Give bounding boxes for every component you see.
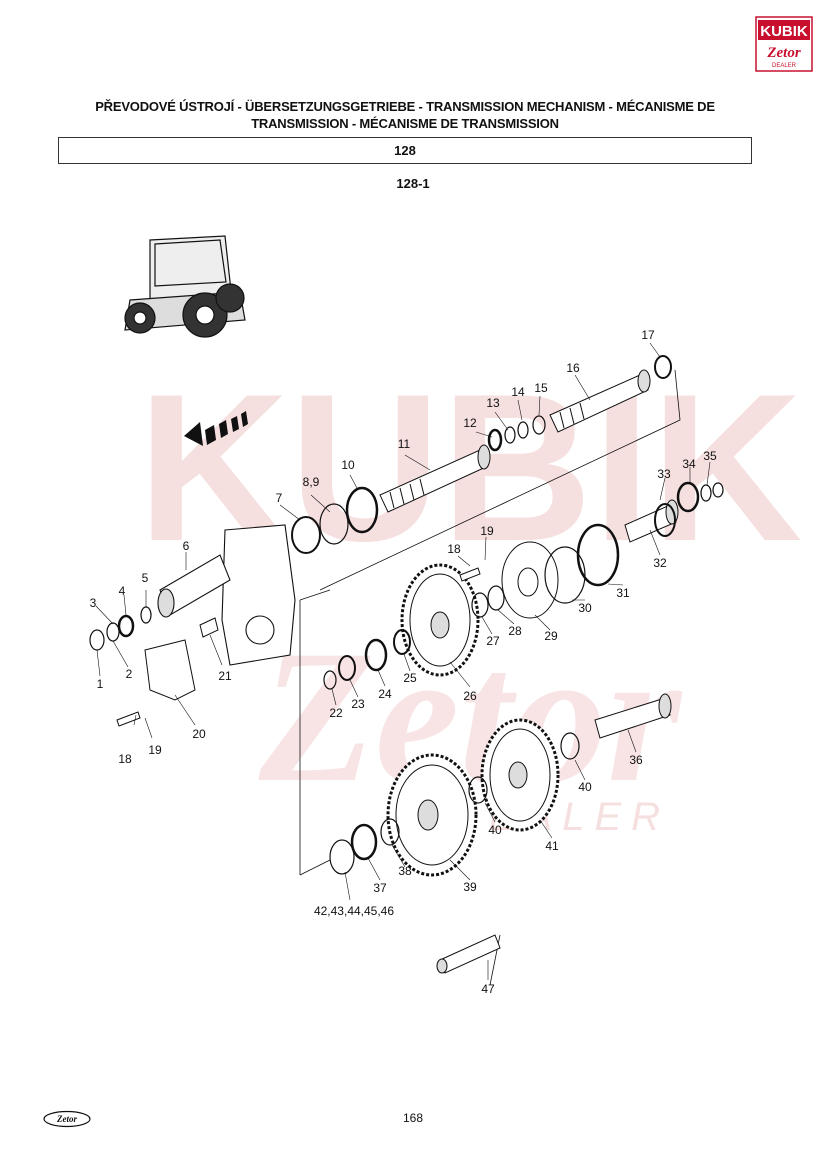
callout-34: 34 (682, 457, 696, 471)
callout-28: 28 (508, 624, 522, 638)
callout-47: 47 (481, 982, 495, 996)
exploded-parts-diagram: KUBIK Zetor DEALER (89, 235, 802, 996)
footer-logo-text: Zetor (56, 1114, 77, 1124)
shaft-36 (594, 693, 672, 739)
callout-36: 36 (629, 753, 643, 767)
callout-10: 10 (341, 458, 355, 472)
callout-40-right: 40 (578, 780, 592, 794)
callout-20: 20 (192, 727, 206, 741)
callout-29: 29 (544, 629, 558, 643)
callout-7: 7 (276, 491, 283, 505)
callout-8-9: 8,9 (303, 475, 320, 489)
housing-6 (157, 524, 296, 666)
callout-25: 25 (403, 671, 417, 685)
callout-2: 2 (126, 667, 133, 681)
callout-31: 31 (616, 586, 630, 600)
callout-32: 32 (653, 556, 667, 570)
gear-41 (480, 718, 560, 832)
callout-39: 39 (463, 880, 477, 894)
logo-text-kubik: KUBIK (760, 23, 808, 40)
callout-12: 12 (463, 416, 477, 430)
watermark-dealer: DEALER (450, 795, 670, 839)
shaft-16 (549, 369, 651, 433)
callout-17: 17 (641, 328, 655, 342)
footer-zetor-logo: Zetor (43, 1110, 91, 1128)
direction-arrow-icon (184, 411, 248, 446)
callout-4: 4 (119, 584, 126, 598)
callout-18-bottom: 18 (118, 752, 132, 766)
callout-16: 16 (566, 361, 580, 375)
callout-5: 5 (142, 571, 149, 585)
callout-19-bottom: 19 (148, 743, 162, 757)
logo-text-zetor: Zetor (766, 45, 800, 61)
gear-39 (386, 753, 478, 877)
callout-24: 24 (378, 687, 392, 701)
subgroup-code: 128-1 (396, 176, 430, 191)
callout-18-top: 18 (447, 542, 461, 556)
callout-labels: 1 2 3 4 5 6 7 8,9 10 11 12 13 14 15 16 1… (90, 328, 717, 996)
tractor-illustration (124, 235, 246, 338)
callout-35: 35 (703, 449, 717, 463)
callout-6: 6 (183, 539, 190, 553)
page-title: PŘEVODOVÉ ÚSTROJÍ - ÜBERSETZUNGSGETRIEBE… (60, 98, 750, 132)
callout-22: 22 (329, 706, 343, 720)
plate-29 (501, 541, 559, 619)
callout-11: 11 (398, 437, 411, 451)
axis-guides (299, 369, 681, 986)
callout-1: 1 (97, 677, 104, 691)
rings-and-bearings (89, 355, 724, 875)
title-line-2: TRANSMISSION - MÉCANISME DE TRANSMISSION (251, 116, 559, 131)
callout-33: 33 (657, 467, 671, 481)
callout-26: 26 (463, 689, 477, 703)
callout-13: 13 (486, 396, 500, 410)
callout-41: 41 (545, 839, 559, 853)
callout-3: 3 (90, 596, 97, 610)
screws (116, 567, 481, 727)
callout-38: 38 (398, 864, 412, 878)
callout-21: 21 (218, 669, 232, 683)
pin-47 (436, 934, 501, 974)
cover-plate-20 (144, 639, 196, 701)
shaft-11 (379, 444, 491, 513)
kubik-zetor-logo: KUBIK Zetor DEALER (755, 16, 813, 72)
callout-42-46: 42,43,44,45,46 (314, 904, 394, 918)
callout-23: 23 (351, 697, 365, 711)
callout-30: 30 (578, 601, 592, 615)
callout-37: 37 (373, 881, 387, 895)
callout-15: 15 (534, 381, 548, 395)
logo-text-dealer: DEALER (772, 63, 797, 69)
callout-14: 14 (511, 385, 525, 399)
callout-19-top: 19 (480, 524, 494, 538)
callout-27: 27 (486, 634, 500, 648)
gear-26 (400, 563, 480, 677)
group-code-box: 128 (58, 137, 752, 164)
callout-40-left: 40 (488, 823, 502, 837)
title-line-1: PŘEVODOVÉ ÚSTROJÍ - ÜBERSETZUNGSGETRIEBE… (95, 99, 715, 114)
leader-lines (95, 342, 711, 980)
page-number: 168 (402, 1111, 424, 1125)
